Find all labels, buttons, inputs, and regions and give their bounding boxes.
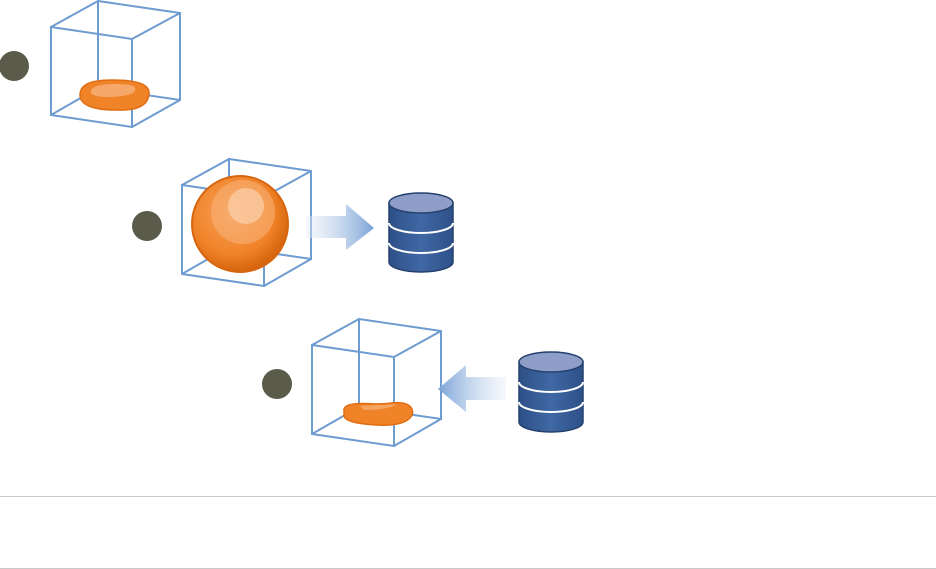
step-3-database-icon	[519, 352, 583, 432]
step-3-circle-icon	[262, 369, 292, 399]
step-3	[262, 319, 583, 446]
step-3-orange-blob-icon	[344, 403, 413, 426]
step-2	[132, 159, 453, 286]
step-2-arrow-right-icon	[306, 204, 374, 250]
step-3-wireframe-cube-icon	[312, 319, 441, 446]
step-2-orange-sphere-icon	[192, 176, 288, 272]
step-1-orange-blob-icon	[80, 80, 149, 110]
divider-top	[0, 496, 936, 497]
step-2-circle-icon	[132, 211, 162, 241]
step-1	[0, 1, 180, 127]
step-1-circle-icon	[0, 51, 29, 81]
step-3-arrow-left-icon	[438, 365, 506, 412]
step-2-database-icon	[389, 193, 453, 272]
